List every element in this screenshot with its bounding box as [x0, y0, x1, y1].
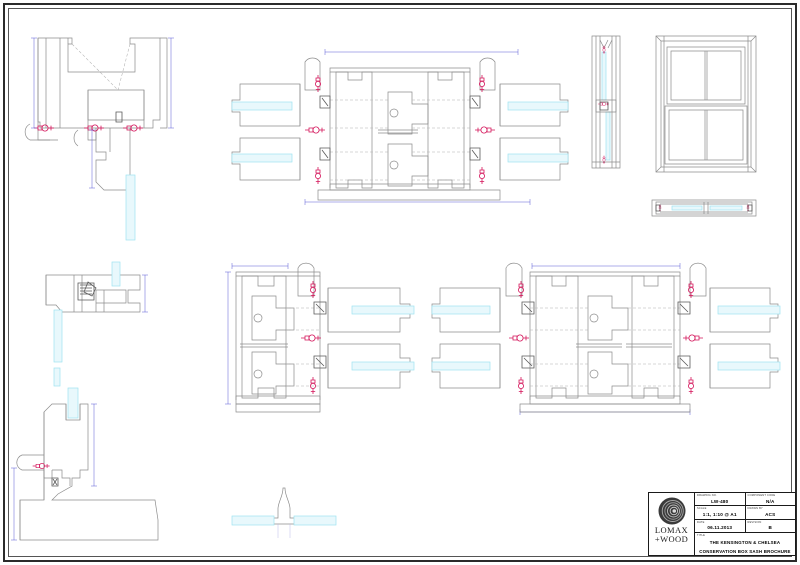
- title-block-fields: DRAWING No. LW-480 COMPONENT CODE N/A SC…: [695, 493, 795, 555]
- field-drawn-by-value: ACS: [765, 511, 776, 517]
- view-window-elevation: [655, 35, 757, 173]
- title-block-row-3: DATE 06.11.2013 REVISION B: [695, 519, 796, 533]
- field-drawing-title: TITLE THE KENSINGTON & CHELSEA CONSERVAT…: [695, 533, 795, 555]
- field-scale-value: 1:1, 1:10 @ A1: [702, 511, 737, 517]
- view-cill-section: [11, 387, 159, 541]
- tree-rings-logo-icon: [658, 497, 685, 525]
- logo-wordmark: LOMAX +WOOD: [655, 526, 688, 544]
- view-glazing-bar: [231, 487, 337, 538]
- drawing-title-line-1: THE KENSINGTON & CHELSEA: [709, 539, 781, 545]
- company-logo: LOMAX +WOOD: [649, 493, 695, 555]
- field-date: DATE 06.11.2013: [695, 519, 746, 532]
- logo-line-1: LOMAX: [654, 525, 689, 535]
- field-date-value: 06.11.2013: [707, 525, 733, 531]
- view-meeting-rail-plan: [231, 49, 569, 205]
- sheet-border-inner: [8, 8, 792, 557]
- field-component-code-value: N/A: [765, 498, 775, 504]
- field-scale: SCALE 1:1, 1:10 @ A1: [695, 506, 746, 519]
- field-component-code-label: COMPONENT CODE: [747, 494, 776, 497]
- field-revision-value: B: [768, 525, 773, 531]
- field-drawing-no-value: LW-480: [711, 498, 729, 504]
- field-drawn-by-label: DRAWN BY: [747, 507, 763, 511]
- logo-line-2: +WOOD: [654, 534, 689, 544]
- view-horizontal-section: [651, 199, 757, 217]
- title-block: LOMAX +WOOD DRAWING No. LW-480 COMPONENT…: [648, 492, 796, 556]
- field-drawing-no: DRAWING No. LW-480: [695, 493, 746, 506]
- sheet-border-outer: [3, 3, 797, 562]
- drawing-title-line-2: CONSERVATION BOX SASH BROCHURE: [699, 548, 791, 554]
- field-drawing-no-label: DRAWING No.: [697, 494, 717, 497]
- field-drawing-title-label: TITLE: [697, 533, 706, 537]
- view-vertical-section: [591, 35, 621, 169]
- title-block-row-1: DRAWING No. LW-480 COMPONENT CODE N/A: [695, 493, 796, 507]
- view-meeting-rail-section: [45, 261, 148, 387]
- field-scale-label: SCALE: [697, 507, 707, 511]
- title-block-row-2: SCALE 1:1, 1:10 @ A1 DRAWN BY ACS: [695, 506, 796, 520]
- field-drawn-by: DRAWN BY ACS: [746, 506, 796, 518]
- field-revision-label: REVISION: [747, 520, 762, 524]
- view-mullion-plan: [431, 262, 781, 415]
- view-head-section: [24, 37, 174, 241]
- view-jamb-plan: [225, 262, 415, 413]
- field-date-label: DATE: [697, 520, 705, 524]
- field-revision: REVISION B: [746, 520, 796, 532]
- field-component-code: COMPONENT CODE N/A: [746, 493, 796, 505]
